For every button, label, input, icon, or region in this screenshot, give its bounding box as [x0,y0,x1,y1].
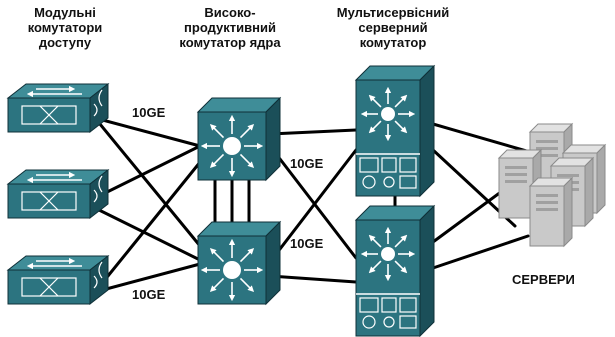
link-access1-core1 [93,116,202,148]
servers-label: СЕРВЕРИ [512,272,575,287]
link-access3-core1 [93,154,207,294]
link-ms1-servers-a [431,122,532,154]
link-ms2-servers-b [431,234,530,270]
multiservice-switch-1 [354,64,436,198]
link-access3-core2 [93,262,202,294]
link-core1-ms2 [268,144,358,260]
server-tower-5 [528,176,574,248]
link-core2-ms1 [268,148,358,264]
core-switches [196,96,282,306]
core-switch-2 [196,220,282,306]
link-access2-core2 [93,206,202,262]
links [93,116,532,294]
multiservice-switch-2 [354,204,436,337]
multiservice-switches [354,64,436,337]
server-group [497,122,607,248]
link-label-10ge: 10GE [132,287,166,302]
link-label-10ge: 10GE [132,105,166,120]
link-label-10ge: 10GE [290,156,324,171]
access-switch-1 [6,82,110,134]
core-switch-1 [196,96,282,182]
access-switches [6,82,110,306]
link-access1-core2 [93,116,207,254]
access-switch-3 [6,254,110,306]
link-label-10ge: 10GE [290,236,324,251]
link-access2-core1 [93,144,202,200]
link-core2-ms2 [268,274,358,284]
server-tower-3 [497,148,543,220]
link-core1-ms1 [268,128,358,136]
access-switch-2 [6,168,110,220]
